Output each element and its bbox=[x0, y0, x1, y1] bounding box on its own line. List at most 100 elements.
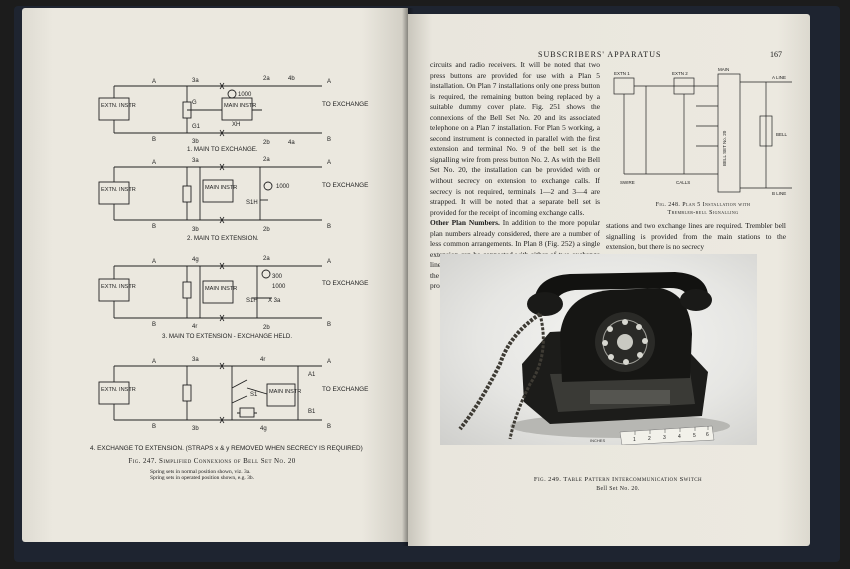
main-instr-label: MAIN INSTR bbox=[205, 185, 237, 191]
paragraph-3: stations and two exchange lines are requ… bbox=[606, 221, 786, 252]
label-b-right: B bbox=[327, 424, 331, 430]
label-4a: 4a bbox=[288, 140, 295, 146]
label-b: B bbox=[152, 424, 156, 430]
left-page: A B 3a 3b G G1 1000 XH 2a 4b 2b 4a A B A… bbox=[22, 8, 408, 542]
label-4r: 4r bbox=[192, 324, 197, 330]
fig248-bellset: BELL SET No. 20 bbox=[722, 130, 727, 166]
to-exchange-label: TO EXCHANGE bbox=[322, 101, 368, 108]
fig248-extn1: EXTN 1 bbox=[614, 71, 630, 76]
label-3a: 3a bbox=[192, 158, 199, 164]
telephone-photo: 1 2 3 4 5 6 INCHES bbox=[440, 254, 757, 445]
label-xh: XH bbox=[232, 122, 240, 128]
label-1000: 1000 bbox=[238, 92, 252, 98]
ruler-1: 1 bbox=[633, 437, 636, 443]
figure-247-caption: Fig. 247. Simplified Connexions of Bell … bbox=[128, 457, 296, 465]
label-3a: 3a bbox=[192, 357, 199, 363]
label-a1: A1 bbox=[308, 372, 316, 378]
label-s1h: S1H bbox=[246, 298, 258, 304]
label-a: A bbox=[152, 79, 156, 85]
label-x3a: X 3a bbox=[268, 298, 281, 304]
label-4g: 4g bbox=[192, 257, 199, 263]
label-2a: 2a bbox=[263, 76, 270, 82]
extn-instr-label: EXTN. INSTR bbox=[101, 387, 136, 393]
diagram-3-caption: 3. MAIN TO EXTENSION - EXCHANGE HELD. bbox=[162, 333, 292, 340]
diagram-2-caption: 2. MAIN TO EXTENSION. bbox=[187, 235, 259, 242]
label-a-right: A bbox=[327, 79, 331, 85]
fig248-aline: A LINE bbox=[772, 75, 786, 80]
label-2b: 2b bbox=[263, 325, 270, 331]
label-2b: 2b bbox=[263, 140, 270, 146]
label-a-right: A bbox=[327, 259, 331, 265]
ruler-4: 4 bbox=[678, 434, 681, 440]
telephone-illustration: 1 2 3 4 5 6 INCHES bbox=[458, 272, 730, 445]
figure-248-diagram: EXTN 1 EXTN 2 MAIN A LINE B LINE SWIRE C… bbox=[613, 67, 792, 196]
label-2b: 2b bbox=[263, 227, 270, 233]
label-a: A bbox=[152, 359, 156, 365]
label-3a: 3a bbox=[192, 78, 199, 84]
figure-247-note-2: Spring sets in operated position shown, … bbox=[150, 475, 255, 481]
diagram-1 bbox=[98, 85, 322, 134]
label-a: A bbox=[152, 160, 156, 166]
label-2a: 2a bbox=[263, 256, 270, 262]
heading-other-plan-numbers: Other Plan Numbers. bbox=[430, 218, 500, 228]
label-2a: 2a bbox=[263, 157, 270, 163]
to-exchange-label: TO EXCHANGE bbox=[322, 182, 368, 189]
label-4r: 4r bbox=[260, 357, 265, 363]
figure-248-caption-1: Fig. 248. Plan 5 Installation with bbox=[655, 202, 751, 208]
page-number: 167 bbox=[770, 50, 782, 59]
label-b: B bbox=[152, 224, 156, 230]
ruler-2: 2 bbox=[648, 436, 651, 442]
bell-set-circuit-diagrams: A B 3a 3b G G1 1000 XH 2a 4b 2b 4a A B A… bbox=[90, 76, 368, 452]
to-exchange-label: TO EXCHANGE bbox=[322, 386, 368, 393]
label-b: B bbox=[152, 322, 156, 328]
fig248-main: MAIN bbox=[718, 67, 729, 72]
label-s1: S1 bbox=[250, 392, 258, 398]
label-a-right: A bbox=[327, 359, 331, 365]
label-3b: 3b bbox=[192, 227, 199, 233]
label-a-right: A bbox=[327, 160, 331, 166]
ruler-6: 6 bbox=[706, 432, 709, 438]
diagram-1-caption: 1. MAIN TO EXCHANGE. bbox=[187, 146, 258, 153]
diagram-4 bbox=[98, 365, 322, 421]
label-300: 300 bbox=[272, 274, 283, 280]
diagram-4-caption: 4. EXCHANGE TO EXTENSION. (STRAPS x & y … bbox=[90, 445, 363, 452]
figure-249-caption: Fig. 249. Table Pattern Intercommunicati… bbox=[533, 476, 703, 483]
fig248-extn2: EXTN 2 bbox=[672, 71, 688, 76]
fig248-swire: SWIRE bbox=[620, 180, 635, 185]
label-3b: 3b bbox=[192, 426, 199, 432]
label-b-right: B bbox=[327, 137, 331, 143]
label-g: G bbox=[192, 100, 197, 106]
label-b-right: B bbox=[327, 224, 331, 230]
ruler-5: 5 bbox=[693, 433, 696, 439]
to-exchange-label: TO EXCHANGE bbox=[322, 280, 368, 287]
fig248-calls: CALLS bbox=[676, 180, 690, 185]
figure-249-subcaption: Bell Set No. 20. bbox=[596, 486, 640, 492]
figure-247-note-1: Spring sets in normal position shown, vi… bbox=[150, 469, 251, 475]
fig248-bell: BELL bbox=[776, 132, 788, 137]
label-b: B bbox=[152, 137, 156, 143]
extn-instr-label: EXTN. INSTR bbox=[101, 284, 136, 290]
diagram-3 bbox=[98, 265, 322, 319]
main-instr-label: MAIN INSTR bbox=[205, 286, 237, 292]
extn-instr-label: EXTN. INSTR bbox=[101, 187, 136, 193]
label-4b: 4b bbox=[288, 76, 295, 82]
label-1000: 1000 bbox=[276, 184, 290, 190]
extn-instr-label: EXTN. INSTR bbox=[101, 103, 136, 109]
label-4g: 4g bbox=[260, 426, 267, 432]
running-head: SUBSCRIBERS' APPARATUS bbox=[538, 50, 662, 59]
label-b1: B1 bbox=[308, 409, 316, 415]
label-g1: G1 bbox=[192, 124, 201, 130]
label-s1h: S1H bbox=[246, 200, 258, 206]
fig248-bline: B LINE bbox=[772, 191, 786, 196]
main-instr-label: MAIN INSTR bbox=[269, 389, 301, 395]
label-1000: 1000 bbox=[272, 284, 286, 290]
paragraph-1: circuits and radio receivers. It will be… bbox=[430, 60, 600, 217]
ruler-label: INCHES bbox=[590, 438, 605, 443]
diagram-2 bbox=[98, 166, 322, 221]
figure-248-caption-2: Trembler-bell Signalling bbox=[667, 210, 739, 216]
label-b-right: B bbox=[327, 322, 331, 328]
ruler-3: 3 bbox=[663, 435, 666, 441]
label-a: A bbox=[152, 259, 156, 265]
main-instr-label: MAIN INSTR bbox=[224, 103, 256, 109]
label-3b: 3b bbox=[192, 139, 199, 145]
